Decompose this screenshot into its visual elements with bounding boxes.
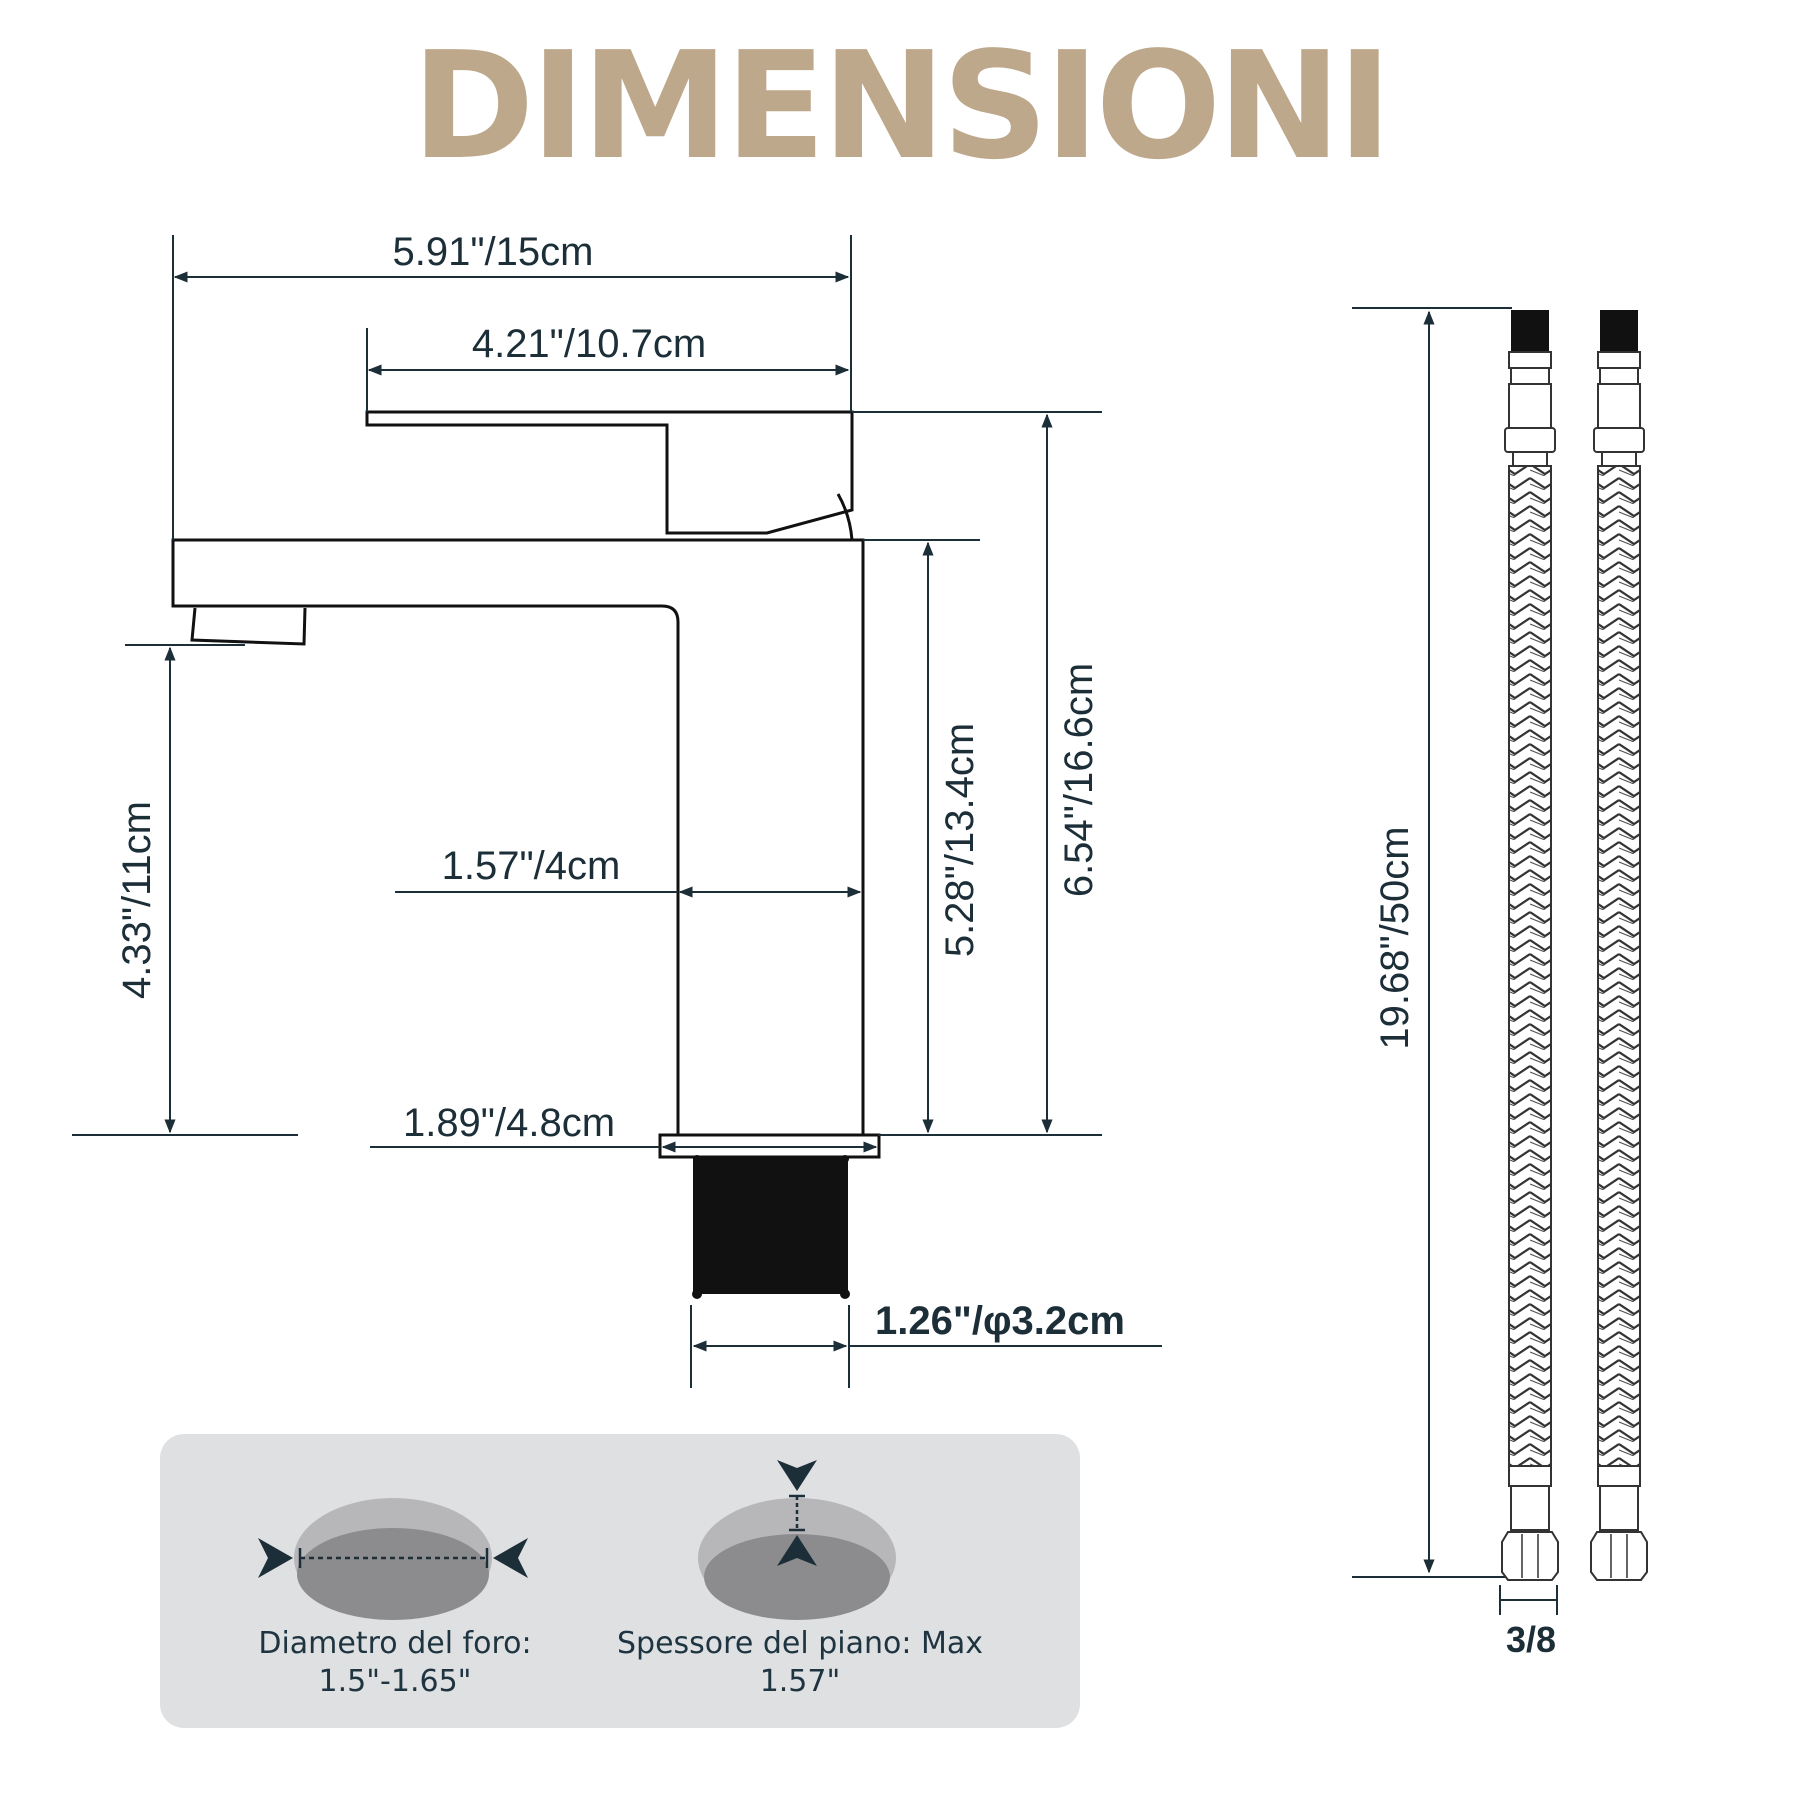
hose-left bbox=[1501, 310, 1559, 1581]
label-body-width: 1.57"/4cm bbox=[442, 844, 621, 888]
label-hose-fitting: 3/8 bbox=[1506, 1619, 1556, 1660]
installation-panel: Diametro del foro: 1.5"-1.65" Spessore d… bbox=[160, 1434, 1080, 1728]
countertop-thickness-icon bbox=[698, 1460, 896, 1620]
dimension-arrows bbox=[164, 271, 1435, 1574]
hose-right bbox=[1590, 310, 1648, 1581]
hole-diameter-caption: Diametro del foro: 1.5"-1.65" bbox=[220, 1625, 570, 1701]
thickness-value: 1.57" bbox=[759, 1664, 841, 1699]
faucet-body bbox=[171, 538, 865, 1137]
installation-illustrations bbox=[258, 1460, 896, 1620]
label-total-height: 6.54"/16.6cm bbox=[1057, 663, 1101, 897]
hole-diameter-icon bbox=[258, 1498, 528, 1620]
hole-diameter-label: Diametro del foro: bbox=[258, 1626, 532, 1661]
label-total-length: 5.91"/15cm bbox=[393, 230, 594, 274]
faucet-handle bbox=[365, 410, 854, 535]
thickness-caption: Spessore del piano: Max 1.57" bbox=[590, 1625, 1010, 1701]
faucet-outline bbox=[171, 410, 881, 1159]
label-base-width: 1.89"/4.8cm bbox=[403, 1101, 615, 1145]
extension-lines bbox=[72, 235, 1162, 1388]
label-hose-length: 19.68"/50cm bbox=[1373, 826, 1417, 1049]
hole-diameter-value: 1.5"-1.65" bbox=[318, 1664, 472, 1699]
label-spout-height: 4.33"/11cm bbox=[115, 801, 159, 999]
label-shank-diameter: 1.26"/φ3.2cm bbox=[875, 1299, 1125, 1343]
label-body-height: 5.28"/13.4cm bbox=[938, 723, 982, 957]
label-handle-length: 4.21"/10.7cm bbox=[472, 322, 706, 366]
hose-reference-lines bbox=[1352, 307, 1558, 1615]
page-title: DIMENSIONI bbox=[411, 20, 1393, 192]
thickness-label: Spessore del piano: Max bbox=[617, 1626, 983, 1661]
faucet-aerator bbox=[190, 607, 307, 646]
faucet-shank bbox=[693, 1157, 848, 1294]
